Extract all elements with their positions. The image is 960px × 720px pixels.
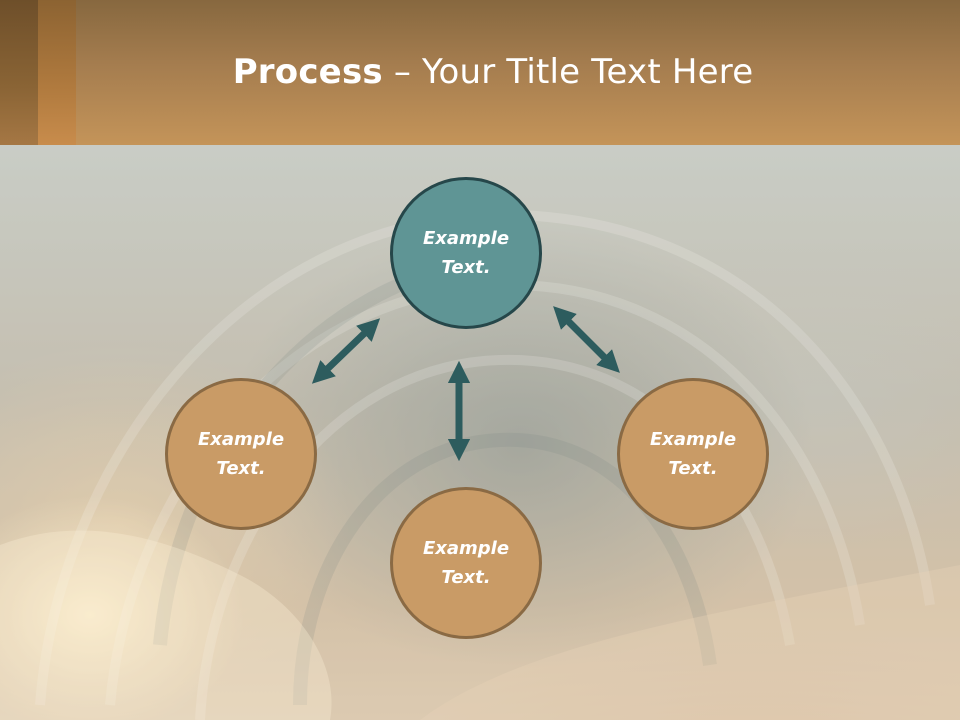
slide-title-bold: Process <box>232 52 383 92</box>
node-left-text: Example Text. <box>197 429 285 479</box>
node-top[interactable]: Example Text. <box>390 177 542 329</box>
node-left[interactable]: Example Text. <box>165 378 317 530</box>
node-bottom[interactable]: Example Text. <box>390 487 542 639</box>
node-right-text: Example Text. <box>649 429 737 479</box>
slide-title[interactable]: Process – Your Title Text Here <box>0 52 960 92</box>
header-accent-stripe-dark <box>0 0 38 145</box>
node-top-text: Example Text. <box>422 228 510 278</box>
slide-title-rest: – Your Title Text Here <box>382 52 754 92</box>
node-right[interactable]: Example Text. <box>617 378 769 530</box>
node-bottom-text: Example Text. <box>422 538 510 588</box>
header-accent-stripe-light <box>38 0 76 145</box>
header-bar: Process – Your Title Text Here <box>0 0 960 145</box>
